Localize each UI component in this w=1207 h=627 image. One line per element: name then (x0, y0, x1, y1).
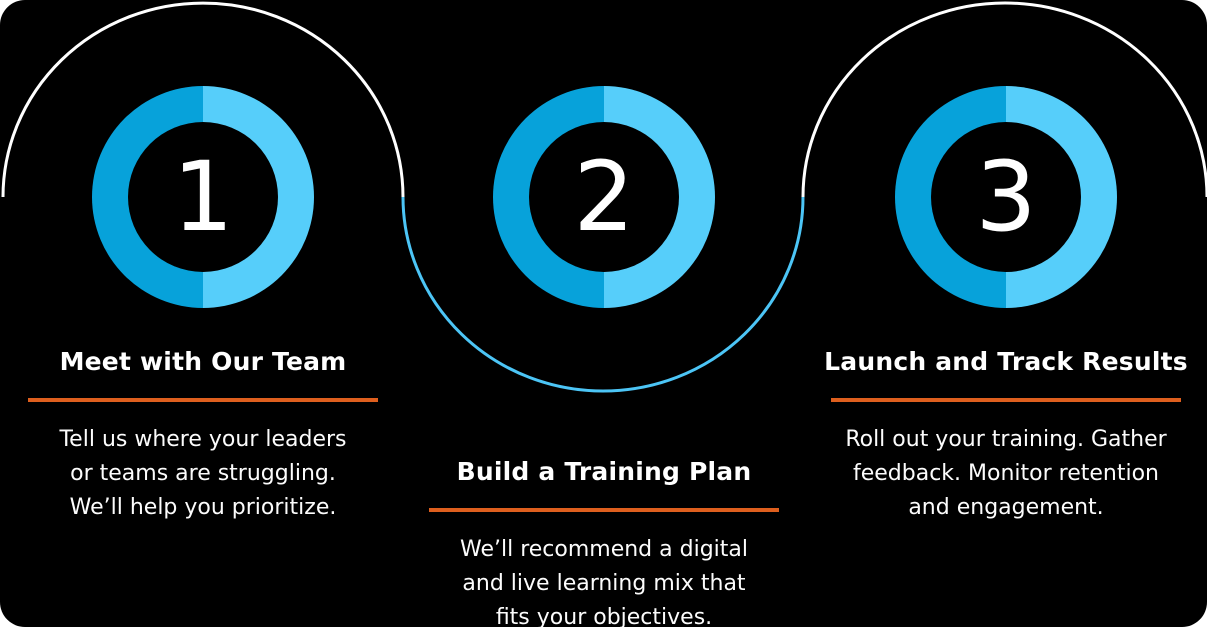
step-2-description: We’ll recommend a digital and live learn… (414, 533, 794, 627)
step-2-ring-inner (529, 122, 679, 272)
step-2-description-line: fits your objectives. (495, 605, 713, 627)
step-1-divider (28, 398, 378, 402)
step-3-text-block: Launch and Track Results Roll out your t… (816, 0, 1196, 627)
step-3-description-line: and engagement. (908, 495, 1104, 520)
step-1-text-block: Meet with Our Team Tell us where your le… (13, 0, 393, 627)
step-3-ring-icon: 3 (895, 86, 1117, 308)
step-2-divider (429, 508, 779, 512)
step-1-description: Tell us where your leaders or teams are … (13, 423, 393, 525)
step-1-description-line: or teams are struggling. (70, 461, 336, 486)
step-2-title: Build a Training Plan (456, 457, 752, 486)
step-2-text-block: Build a Training Plan We’ll recommend a … (414, 0, 794, 627)
step-2-description-line: We’ll recommend a digital (459, 537, 748, 562)
step-3-ring-inner (931, 122, 1081, 272)
step-2-description-line: and live learning mix that (462, 571, 746, 596)
step-3-description-line: feedback. Monitor retention (852, 461, 1159, 486)
step-1-number: 1 (172, 141, 234, 253)
step-3-title: Launch and Track Results (824, 347, 1188, 376)
step-1-ring-icon: 1 (92, 86, 314, 308)
step-1-description-line: Tell us where your leaders (59, 427, 347, 452)
step-3-description: Roll out your training. Gather feedback.… (816, 423, 1196, 525)
step-2-ring-icon: 2 (493, 86, 715, 308)
step-3-description-line: Roll out your training. Gather (845, 427, 1167, 452)
step-3-number: 3 (975, 141, 1037, 253)
step-1-ring-inner (128, 122, 278, 272)
step-3-divider (831, 398, 1181, 402)
step-2-number: 2 (573, 141, 635, 253)
step-1-description-line: We’ll help you prioritize. (69, 495, 337, 520)
step-1-title: Meet with Our Team (59, 347, 347, 376)
